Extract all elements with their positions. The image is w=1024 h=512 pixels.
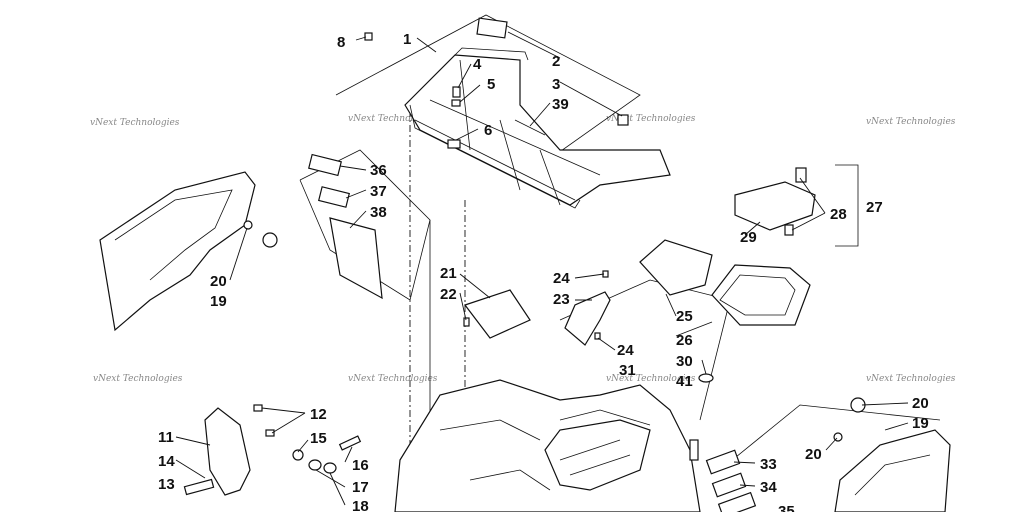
callout-27: 27 (866, 199, 883, 216)
callout-12: 12 (310, 406, 327, 423)
watermark-2: vNext Technologies (348, 114, 438, 124)
callout-30: 30 (676, 353, 693, 370)
watermark-7: vNext Technologies (606, 374, 696, 384)
callout-16: 16 (352, 457, 369, 474)
callout-35: 35 (778, 503, 795, 512)
callout-5: 5 (487, 76, 495, 93)
callout-2: 2 (552, 53, 560, 70)
left-side-panel (99, 171, 278, 332)
callout-24-bottom: 24 (617, 342, 634, 359)
callout-22: 22 (440, 286, 457, 303)
callout-23: 23 (553, 291, 570, 308)
callout-39: 39 (552, 96, 569, 113)
callout-19-left: 19 (210, 293, 227, 310)
decals-36-38 (308, 153, 383, 300)
watermark-1: vNext Technologies (90, 118, 180, 128)
callout-labels: 1 2 3 4 5 6 8 39 36 37 38 27 28 29 20 19… (158, 31, 929, 512)
callout-1: 1 (403, 31, 411, 48)
callout-25: 25 (676, 308, 693, 325)
watermark-4: vNext Technologies (866, 117, 956, 127)
leader-lines (175, 31, 909, 506)
callout-15: 15 (310, 430, 327, 447)
callout-18: 18 (352, 498, 369, 512)
callout-20-right-bottom: 20 (805, 446, 822, 463)
rack-hardware (364, 32, 629, 149)
callout-41: 41 (676, 373, 693, 390)
callout-8: 8 (337, 34, 345, 51)
callout-20-right-top: 20 (912, 395, 929, 412)
rear-fender (394, 373, 714, 512)
callout-34: 34 (760, 479, 777, 496)
callout-37: 37 (370, 183, 387, 200)
mud-flap-hardware (183, 404, 362, 496)
callout-4: 4 (473, 56, 482, 73)
callout-36: 36 (370, 162, 387, 179)
callout-3: 3 (552, 76, 560, 93)
callout-13: 13 (158, 476, 175, 493)
callout-24-top: 24 (553, 270, 570, 287)
callout-28: 28 (830, 206, 847, 223)
storage-box-parts (639, 164, 859, 326)
callout-14: 14 (158, 453, 175, 470)
callout-20-left: 20 (210, 273, 227, 290)
callout-26: 26 (676, 332, 693, 349)
callout-33: 33 (760, 456, 777, 473)
mid-parts (463, 270, 611, 346)
callout-11: 11 (158, 429, 174, 446)
watermarks: vNext Technologies vNext Technologies vN… (90, 114, 956, 384)
callout-21: 21 (440, 265, 457, 282)
callout-38: 38 (370, 204, 387, 221)
callout-17: 17 (352, 479, 369, 496)
watermark-6: vNext Technologies (348, 374, 438, 384)
callout-19-right: 19 (912, 415, 929, 432)
callout-6: 6 (484, 122, 492, 139)
watermark-3: vNext Technologies (606, 114, 696, 124)
right-side-panel (705, 397, 951, 512)
callout-29: 29 (740, 229, 757, 246)
callout-31: 31 (619, 362, 636, 379)
watermark-8: vNext Technologies (866, 374, 956, 384)
watermark-5: vNext Technologies (93, 374, 183, 384)
